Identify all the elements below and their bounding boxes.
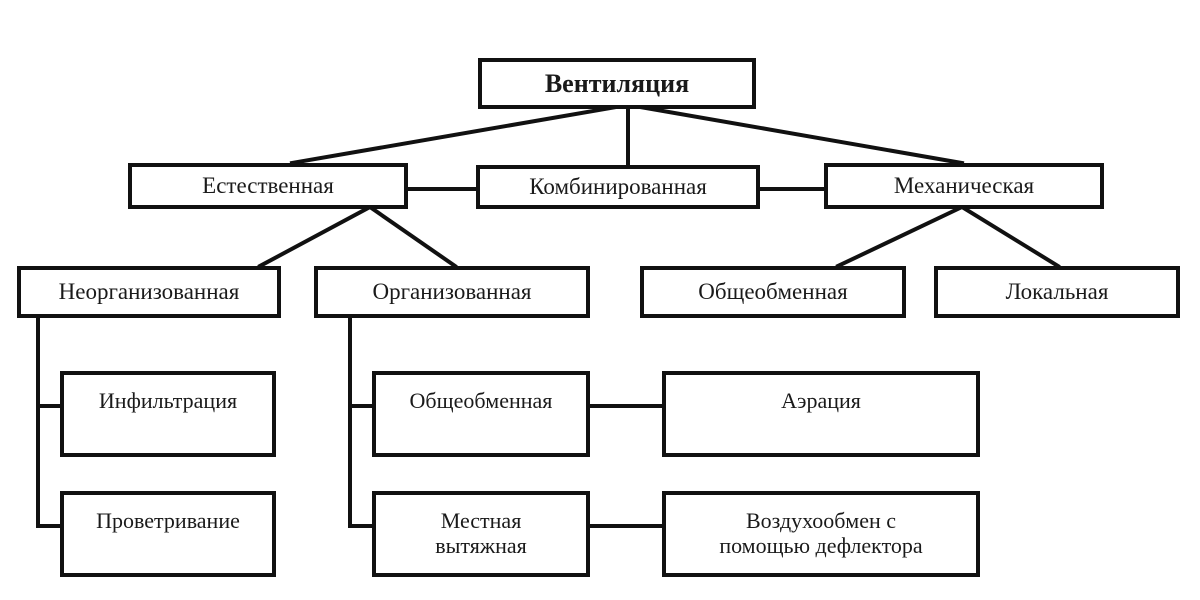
node-provetrivanie[interactable]: Проветривание [60,491,276,577]
node-label: Воздухообмен с помощью дефлектора [719,508,923,558]
node-neorganizovannaya[interactable]: Неорганизованная [17,266,281,318]
connector-mestnaya-vozduhoobmen [590,524,666,528]
node-label: Неорганизованная [58,279,240,305]
node-label: Локальная [1005,279,1109,305]
connector-trunk-organizovannaya [348,318,352,528]
node-infiltraciya[interactable]: Инфильтрация [60,371,276,457]
node-lokalnaya[interactable]: Локальная [934,266,1180,318]
node-organizovannaya[interactable]: Организованная [314,266,590,318]
node-ventilyaciya[interactable]: Вентиляция [478,58,756,109]
node-label: Проветривание [96,508,240,533]
node-label: Инфильтрация [98,388,238,413]
node-mehanicheskaya[interactable]: Механическая [824,163,1104,209]
node-aeraciya[interactable]: Аэрация [662,371,980,457]
node-label: Аэрация [781,388,861,413]
connector-stub-mestnaya-vytyazhnaya [348,524,376,528]
connector-kombinirovannaya-mehanicheskaya [758,187,826,191]
node-label: Местная вытяжная [435,508,527,558]
node-label: Естественная [202,173,334,199]
node-label: Организованная [372,279,532,305]
node-label: Общеобменная [409,388,553,413]
connector-trunk-neorganizovannaya [36,318,40,528]
node-label: Вентиляция [544,68,690,98]
node-label: Комбинированная [529,174,707,200]
node-estestvennaya[interactable]: Естественная [128,163,408,209]
node-obscheobmennaya[interactable]: Общеобменная [640,266,906,318]
connector-stub-provetrivanie [36,524,64,528]
connector-stub-obscheobmennaya-leaf [348,404,376,408]
node-vozduhoobmen-deflektor[interactable]: Воздухообмен с помощью дефлектора [662,491,980,577]
node-obscheobmennaya-leaf[interactable]: Общеобменная [372,371,590,457]
connector-stub-infiltraciya [36,404,64,408]
connector-estestvennaya-kombinirovannaya [406,187,478,191]
node-label: Механическая [893,173,1035,199]
node-kombinirovannaya[interactable]: Комбинированная [476,165,760,209]
connector-obscheobmennaya-aeraciya [590,404,666,408]
connector-root-to-kombinirovannaya [626,107,630,165]
node-mestnaya-vytyazhnaya[interactable]: Местная вытяжная [372,491,590,577]
node-label: Общеобменная [698,279,848,305]
